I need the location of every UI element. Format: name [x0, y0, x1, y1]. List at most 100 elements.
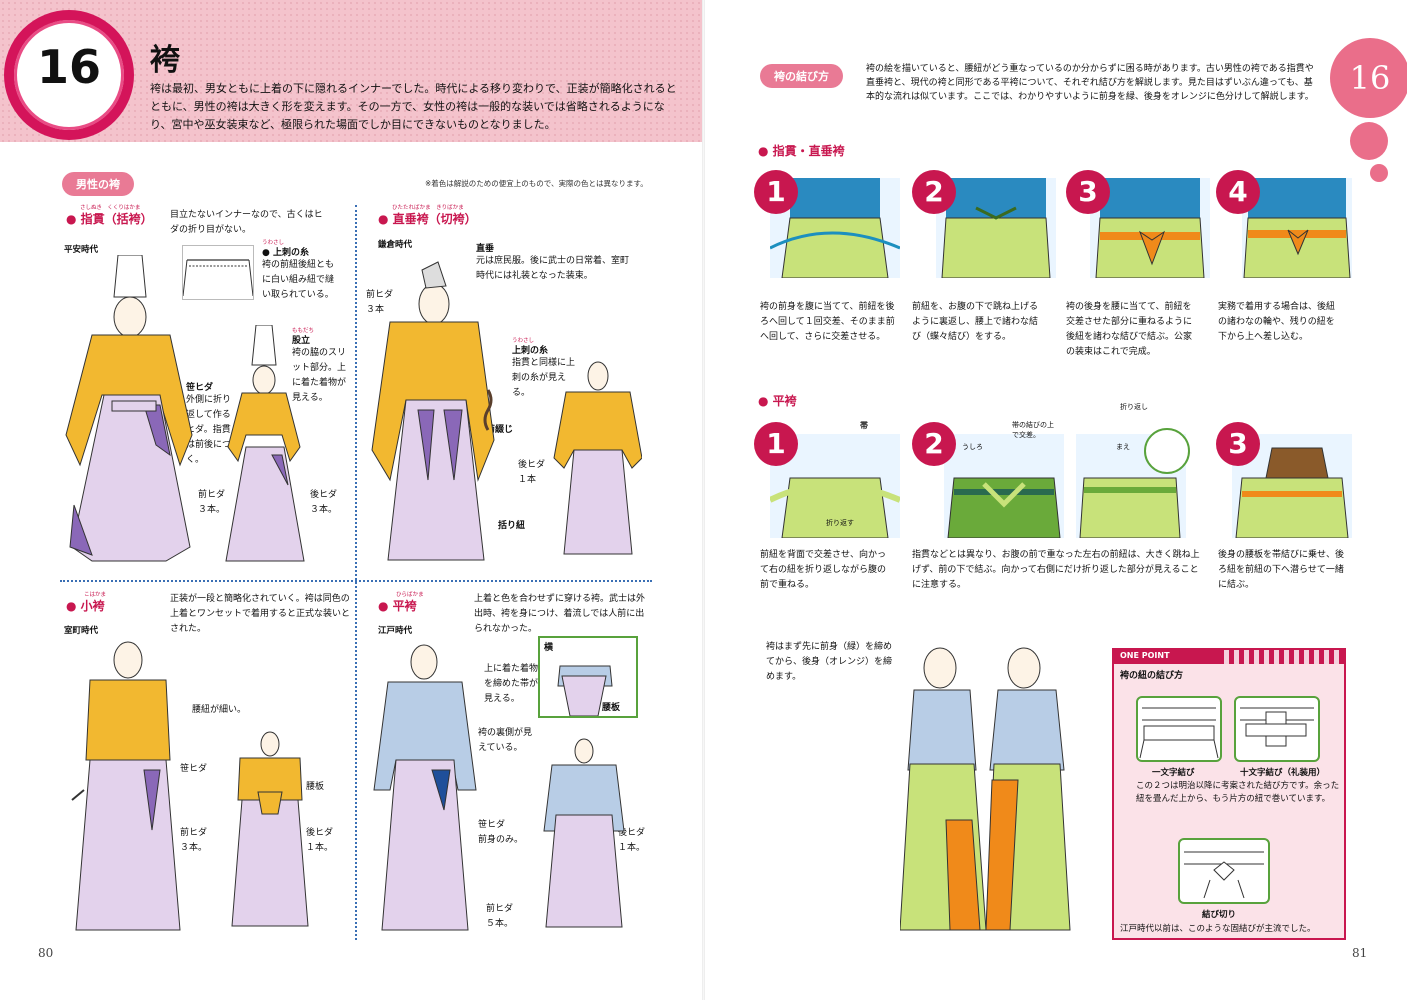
step-illustration: [944, 434, 1064, 539]
hirabakama-ruby: ひらばかま: [396, 592, 424, 598]
group2-step-1-caption: 前紐を背面で交差させ、向かって右の紐を折り返しながら腹の前で重ねる。: [760, 550, 887, 590]
group1-step-4-caption: 実務で着用する場合は、後紐の諸わなの輪や、残りの紐を下から上へ差し込む。: [1218, 302, 1336, 342]
group1-step-2-caption: 前紐を、お腹の下で跳ね上げるように裏返し、腰上で諸わな結び（蝶々結び）をする。: [912, 302, 1039, 342]
color-note: ※着色は解説のための便宜上のもので、実際の色とは異なります。: [425, 179, 648, 188]
group2-step-1: 1 帯 折り返す: [740, 420, 902, 540]
g2-step-3-sketch: [1235, 447, 1349, 539]
step-number: 1: [754, 422, 798, 466]
checker-pattern: [1224, 650, 1344, 664]
section-pill-tying: 袴の結び方: [760, 64, 843, 88]
knot-musubikiri-figure: [1178, 838, 1270, 904]
group1-step-1: 1: [740, 168, 901, 283]
hitatare-desc: 元は庶民服。後に武士の日常着、室町時代には礼装となった装束。: [476, 256, 630, 281]
kikutoji-label: 菊綴じ: [486, 425, 514, 435]
group2-step-2: 2 帯の結びの上で交差。 うしろ まえ 折り返し: [906, 403, 1206, 540]
momodachi-ruby: ももだち: [292, 328, 315, 334]
chapter-intro: 袴は最初、男女ともに上着の下に隠れるインナーでした。時代による移り変わりで、正装…: [150, 82, 677, 131]
kobakama-koshiita: 腰板: [306, 782, 325, 792]
knot2-label: 十文字結び（礼装用）: [1240, 768, 1326, 778]
ue-ito-ruby: うわさし: [262, 240, 285, 246]
section-pill-mens-hakama: 男性の袴: [62, 172, 134, 196]
g2-step-2-back-sketch: [1079, 477, 1181, 539]
decor-bubble-2: [1370, 164, 1388, 182]
left-page: 16 袴 袴は最初、男女ともに上着の下に隠れるインナーでした。時代による移り変わ…: [0, 0, 703, 1000]
kobakama-back-illustration: [231, 731, 309, 927]
chapter-number-right: 16: [1330, 38, 1407, 118]
divider-horizontal: [60, 580, 652, 582]
label-obi-cross: 帯の結びの上で交差。: [1012, 421, 1054, 439]
hakama-women-illustration: [900, 647, 1071, 931]
step-number: 3: [1216, 422, 1260, 466]
step-number: 3: [1066, 170, 1110, 214]
hirabakama-side-inset: 横 腰板: [538, 636, 638, 718]
step-illustration-back: [1076, 434, 1186, 539]
hirabakama-heading: ● 平袴: [378, 599, 417, 613]
hitatare-ue-ito-ruby: うわさし: [512, 338, 535, 344]
knot-sketch: [1184, 851, 1264, 899]
page-number-left: 80: [38, 946, 54, 960]
hirabakama-sasahida: 笹ヒダ前身のみ。: [478, 820, 524, 845]
momodachi-desc: 袴の脇のスリット部分。上に着た着物が見える。: [292, 348, 347, 403]
one-point-box: ONE POINT 袴の紐の結び方 一文字結び 十文字結び（礼装用） この２つは…: [1112, 648, 1346, 940]
knot-desc: この２つは明治以降に考案された結び方です。余った紐を畳んだ上から、もう片方の紐で…: [1136, 781, 1340, 804]
hirabakama-back-illustration: [543, 738, 625, 928]
step-1-sketch: [769, 178, 901, 279]
hakama-top-sketch: [182, 259, 254, 297]
obi-note: 上に着た着物を締めた帯が見える。: [484, 664, 539, 704]
label-orikaeshi: 折り返し: [1120, 403, 1148, 411]
label-ushiro: うしろ: [962, 443, 983, 451]
momodachi-label: 股立: [292, 336, 311, 346]
group2-step-3-caption: 後身の腰板を帯結びに乗せ、後ろ紐を前紐の下へ潜らせて一緒に結ぶ。: [1218, 550, 1345, 590]
step-3-sketch: [1095, 178, 1205, 279]
divider-vertical: [355, 205, 357, 940]
kobakama-era: 室町時代: [64, 626, 99, 636]
page-number-right: 81: [1352, 946, 1368, 960]
hitatare-back-illustration: [553, 361, 642, 555]
chapter-ring-icon: [4, 10, 134, 140]
hitatare-era: 鎌倉時代: [378, 240, 413, 250]
kukurihimo-label: 括り紐: [498, 521, 526, 531]
label-obi: 帯: [860, 421, 868, 430]
inset-side-label: 横: [544, 643, 554, 653]
group1-heading: ● 指貫・直垂袴: [758, 144, 845, 158]
sashinuki-era: 平安時代: [64, 245, 99, 255]
kobakama-desc: 正装が一段と簡略化されていく。袴は同色の上着とワンセットで着用すると正式な装いと…: [170, 594, 351, 634]
step-2-sketch: [941, 178, 1051, 279]
hirabakama-front-illustration: [373, 644, 477, 931]
group1-step-4: 4: [1212, 168, 1362, 283]
knot-sketch: [1139, 707, 1219, 759]
sasahida-label: 笹ヒダ: [186, 383, 214, 393]
hitatare-front-illustration: [371, 261, 495, 561]
sashinuki-front-illustration: [65, 255, 193, 562]
tying-intro: 袴の絵を描いていると、腰紐がどう重なっているのか分からずに困る時があります。古い…: [866, 64, 1314, 102]
bottom-figure-note: 袴はまず先に前身（緑）を締めてから、後身（オレンジ）を締めます。: [766, 642, 893, 682]
step-illustration: [936, 178, 1056, 279]
kobakama-front-illustration: [71, 641, 181, 931]
hirabakama-side-sketch: [557, 665, 613, 716]
label-mae: まえ: [1116, 443, 1130, 451]
decor-bubble-1: [1350, 122, 1388, 160]
sashinuki-back-illustration: [225, 325, 305, 562]
step-number: 2: [912, 170, 956, 214]
step-illustration: [1232, 434, 1352, 539]
knot-jumonji-figure: [1234, 696, 1320, 762]
chapter-number: 16: [36, 40, 101, 94]
group2-heading: ● 平袴: [758, 394, 797, 408]
one-point-title: 袴の紐の結び方: [1120, 671, 1184, 681]
group1-step-3: 3: [1060, 168, 1210, 283]
book-gutter: [702, 0, 705, 1000]
group2-step-2-caption: 指貫などとは異なり、お腹の前で重なった左右の前紐は、大きく跳ね上げず、前の下で結…: [912, 550, 1200, 590]
group1-step-1-caption: 袴の前身を腹に当てて、前紐を後ろへ回して１回交差、そのまま前へ回して、さらに交差…: [760, 302, 895, 342]
group1-step-3-caption: 袴の後身を腰に当てて、前紐を交差させた部分に重ねるように後紐を諸わな結びで結ぶ。…: [1066, 302, 1193, 357]
step-illustration: [1242, 178, 1352, 279]
sashinuki-desc: 目立たないインナーなので、古くはヒダの折り目がない。: [170, 210, 323, 235]
hitatare-label: 直垂: [476, 244, 495, 254]
sasahida-desc: 外側に折り返して作るヒダ。指貫は前後につく。: [186, 395, 232, 465]
hirabakama-era: 江戸時代: [378, 626, 413, 636]
